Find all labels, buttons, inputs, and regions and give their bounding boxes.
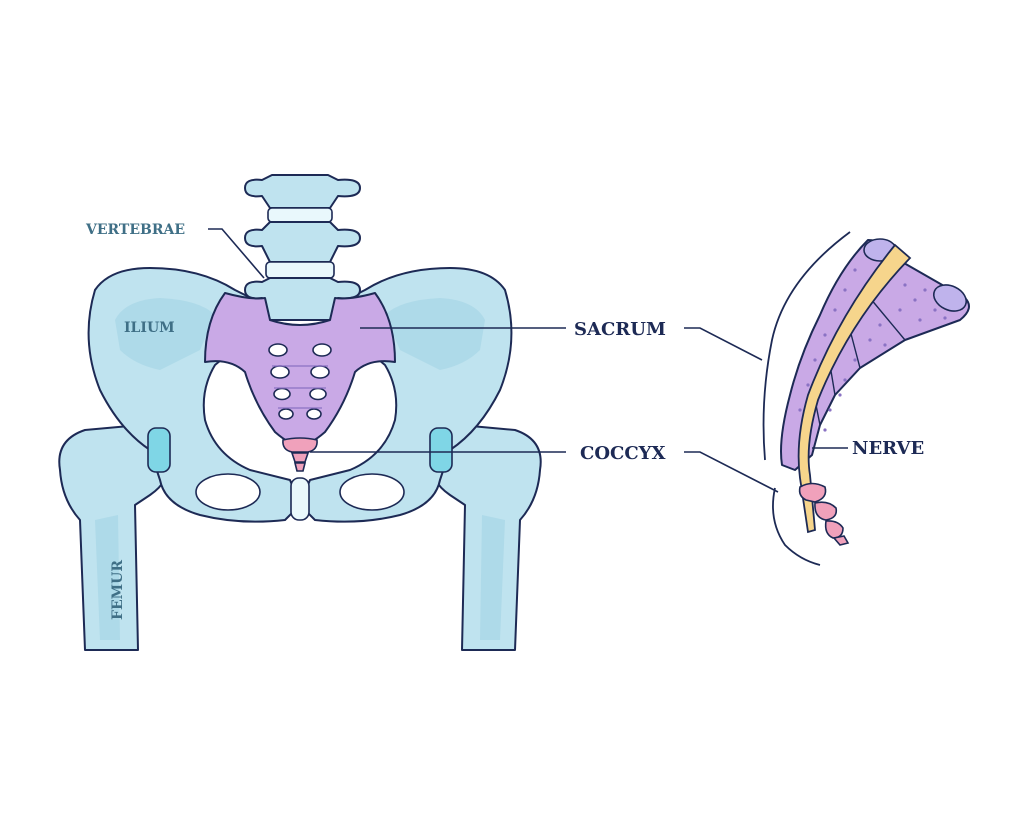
left-ilium [87,267,301,523]
leader-vertebrae [208,228,265,279]
left-femur [58,424,172,651]
pelvis-front-view [58,174,542,651]
nerve-canal [797,243,912,534]
label-sacrum: SACRUM [574,319,666,340]
pubic-symphysis [290,477,310,521]
sacrum-front [204,292,396,447]
lumbar-vertebrae [244,174,361,321]
right-femur [428,424,542,651]
coccyx-side [798,482,850,546]
right-hip-cartilage [429,427,453,473]
coccyx-front [282,437,318,472]
bone-texture-dots [798,268,947,432]
spine-side-view [762,231,970,566]
sacral-foramina [268,343,332,420]
skin-contour-lower [772,487,821,566]
skin-contour-upper [762,231,851,461]
leader-coccyx-side [684,451,779,493]
label-femur: FEMUR [110,560,126,620]
left-hip-cartilage [147,427,171,473]
label-nerve: NERVE [852,438,924,459]
label-coccyx: COCCYX [580,443,666,464]
leader-sacrum-side [684,327,763,361]
label-vertebrae: VERTEBRAE [85,222,185,238]
label-ilium: ILIUM [124,320,175,336]
